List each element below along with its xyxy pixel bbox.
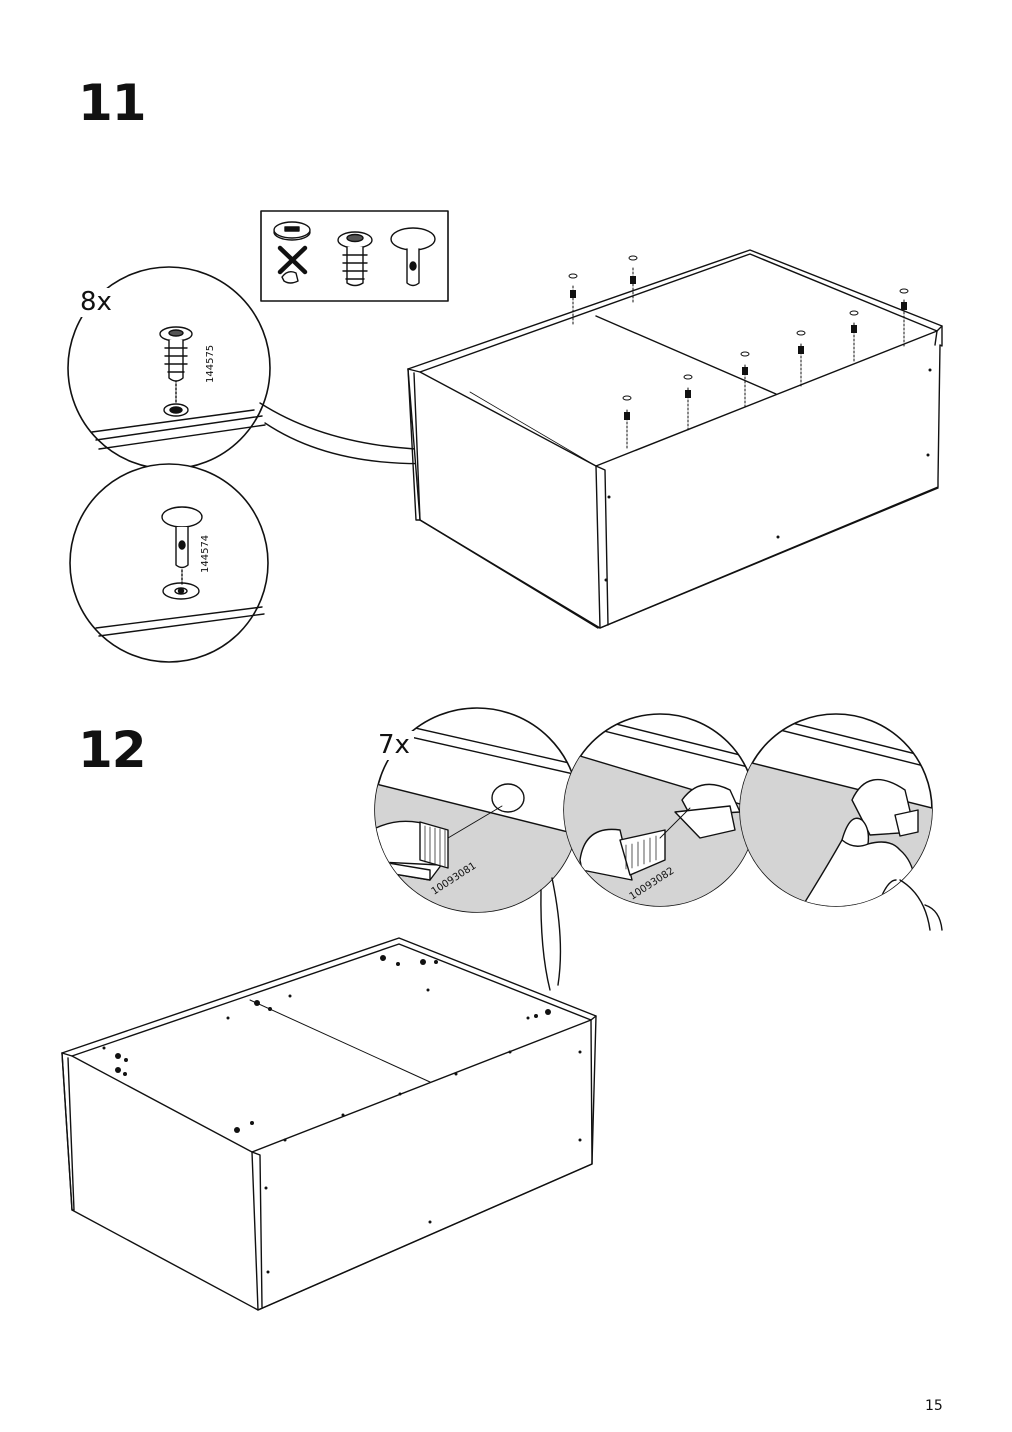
step-12-quantity: 7x [374,731,414,760]
hardware-box [260,210,449,302]
cabinet-step11 [407,249,943,629]
part-code-144574: 144574 [200,535,211,573]
detail-circle-dowel: 144575 [67,266,271,470]
cam-lock-crossed-icon [273,221,311,284]
cabinet-step12 [61,937,597,1311]
step-11-quantity: 8x [76,288,116,317]
detail-circle-hinge-c [739,713,943,931]
dowel-plug-icon [337,231,373,287]
detail-circle-pin: 144574 [69,463,269,663]
page-number: 15 [925,1398,943,1414]
cam-pin-icon [390,227,436,287]
step-11-number: 11 [78,74,147,132]
dowel-markers [568,255,909,451]
part-code-144575: 144575 [205,345,216,383]
detail-circle-hinge-a: 10093081 [374,707,580,913]
step-12-number: 12 [78,721,147,779]
detail-circle-hinge-b: 10093082 [563,713,757,907]
